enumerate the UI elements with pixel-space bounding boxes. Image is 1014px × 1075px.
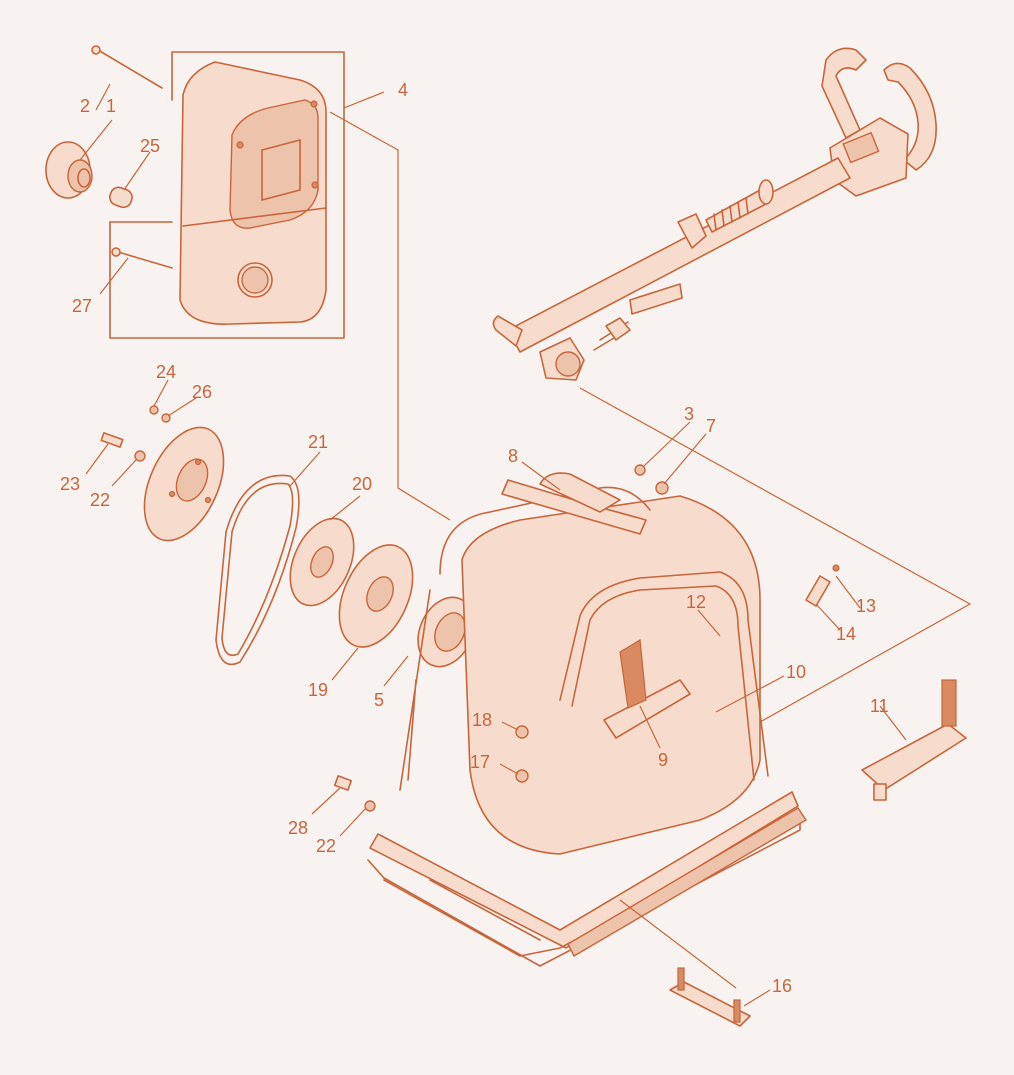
callout-21: 21 — [308, 432, 328, 452]
callout-18: 18 — [472, 710, 492, 730]
callout-28: 28 — [288, 818, 308, 838]
v-belt-21 — [215, 474, 300, 666]
callout-3: 3 — [684, 404, 694, 424]
callout-19: 19 — [308, 680, 328, 700]
spacer-25 — [108, 186, 133, 209]
main-frame — [367, 472, 807, 967]
bracket-16 — [669, 967, 751, 1027]
bolt-27 — [111, 247, 173, 269]
callout-1: 1 — [106, 96, 116, 116]
callout-20: 20 — [352, 474, 372, 494]
callout-23: 23 — [60, 474, 80, 494]
crank-11 — [861, 679, 967, 801]
handle-assembly — [492, 47, 937, 381]
callout-27: 27 — [72, 296, 92, 316]
assembly-lines — [329, 111, 972, 989]
leaders — [79, 83, 907, 1007]
callout-16: 16 — [772, 976, 792, 996]
cap-1 — [45, 141, 93, 199]
callout-9: 9 — [658, 750, 668, 770]
callout-12: 12 — [686, 592, 706, 612]
callout-17: 17 — [470, 752, 490, 772]
callout-25: 25 — [140, 136, 160, 156]
callout-4: 4 — [398, 80, 408, 100]
pulley-disc-large — [143, 426, 225, 542]
small-fasteners-left — [100, 405, 376, 812]
callout-11: 11 — [870, 696, 889, 716]
callout-13: 13 — [856, 596, 876, 616]
callout-2: 2 — [80, 96, 90, 116]
nut-3-7 — [634, 464, 669, 495]
callout-24: 24 — [156, 362, 176, 382]
callout-8: 8 — [508, 446, 518, 466]
plate-20 — [289, 517, 355, 607]
callout-5: 5 — [374, 690, 384, 710]
callouts: 2 1 4 25 27 24 26 23 22 21 20 19 5 3 7 8… — [60, 80, 889, 996]
callout-10: 10 — [786, 662, 806, 682]
pulley-19 — [338, 544, 414, 648]
bolt-2 — [91, 45, 163, 89]
callout-14: 14 — [836, 624, 856, 644]
bracket-14 — [805, 564, 840, 607]
belt-guard — [109, 51, 345, 339]
callout-26: 26 — [192, 382, 212, 402]
nut-17-18 — [515, 725, 529, 783]
callout-22-bottom: 22 — [316, 836, 336, 856]
callout-7: 7 — [706, 416, 716, 436]
callout-22-top: 22 — [90, 490, 110, 510]
